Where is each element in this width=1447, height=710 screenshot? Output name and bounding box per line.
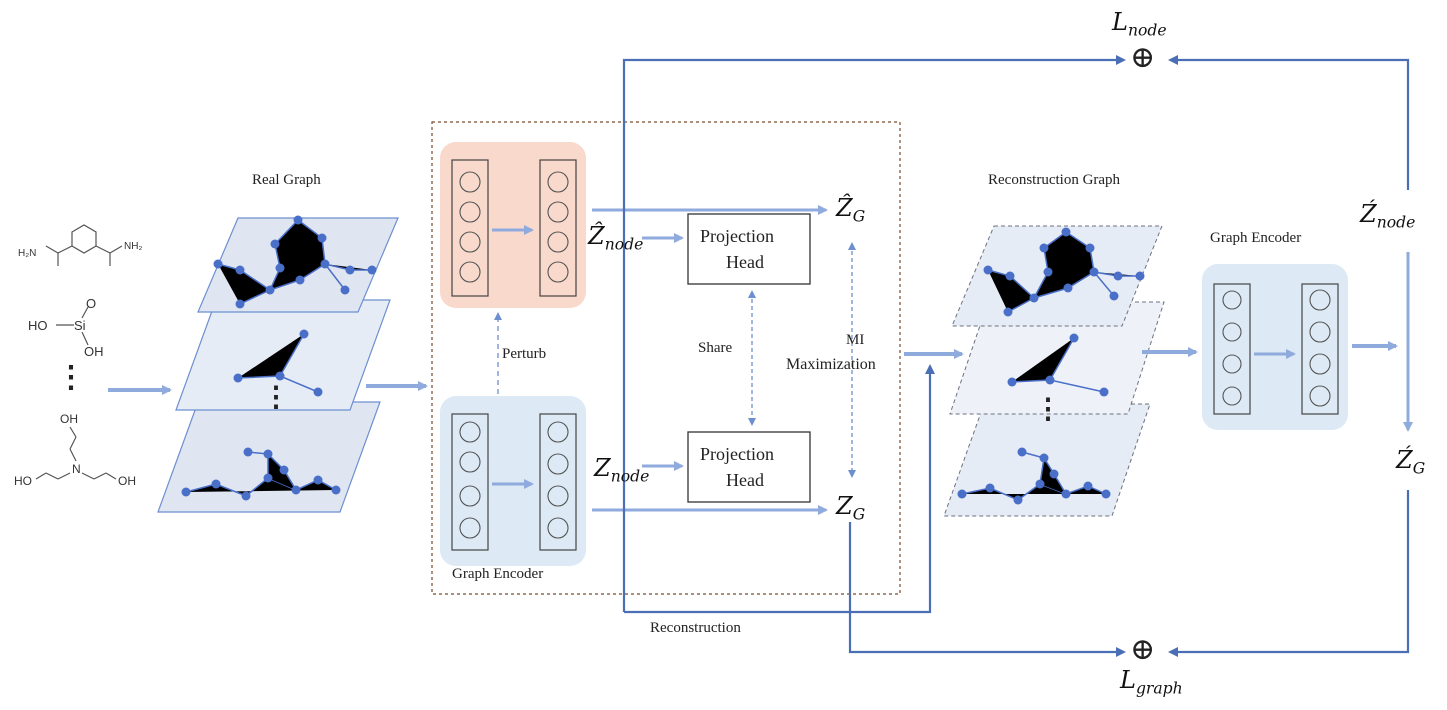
z-g: ZG [836,492,866,524]
real-graph-title: Real Graph [252,172,321,188]
recon-graph-ellipsis: ⋮ [1034,394,1062,425]
mol2-oh: OH [84,344,104,359]
z-hat-node: Ẑnode [588,222,644,254]
node-loss-path-right [1168,55,1410,190]
reconstruction-graph-title: Reconstruction Graph [988,172,1121,188]
perturb-label: Perturb [502,346,547,362]
projection-head-top [687,213,811,285]
share-label: Share [698,340,733,356]
z-acute-g: ŹG [1396,446,1426,478]
mol3-ho: HO [14,474,32,488]
mi-label-line1: MI [846,332,865,348]
projection-head-bottom [687,431,811,503]
projection-head-top-line2: Head [726,252,764,272]
molecule-triethanolamine [35,426,117,480]
l-node-loss: Lnode [1112,8,1167,40]
mol2-o: O [86,296,97,311]
projection-head-bottom-line2: Head [726,470,764,490]
reconstruction-label: Reconstruction [650,620,741,636]
reconstruction-graph-stack [943,225,1165,517]
graph-encoder-block-right [1202,264,1348,430]
real-graph-stack [157,215,399,513]
graph-encoder-block-left [440,396,586,566]
real-graph-ellipsis: ⋮ [262,382,290,413]
mol2-ho: HO [28,318,48,333]
projection-head-top-line1: Projection [700,226,774,246]
mol3-oh-right: OH [118,474,136,488]
mol3-n: N [72,462,81,476]
oplus-bottom-icon: ⊕ [1130,632,1156,667]
molecule-pyridine-dicarboxamide [45,224,123,266]
projection-head-bottom-line1: Projection [700,444,774,464]
node-loss-path [622,55,1126,612]
graph-loss-path-right [1168,490,1410,657]
reconstruction-path [624,364,935,614]
mol2-si: Si [74,318,86,333]
mol1-right-group: NH₂ [124,241,143,252]
z-hat-g: ẐG [836,194,866,226]
contrastive-module-box [431,121,901,595]
graph-encoder-left-label: Graph Encoder [452,566,544,582]
graph-encoder-right-label: Graph Encoder [1210,230,1302,246]
mol1-left-group: H₂N [18,248,37,259]
mol3-oh-top: OH [60,412,78,426]
l-graph-loss: Lgraph [1120,666,1183,698]
oplus-top-icon: ⊕ [1130,40,1156,75]
z-acute-node: Źnode [1360,200,1416,232]
perturbed-encoder-block [440,142,586,308]
z-node: Znode [594,454,650,486]
graph-loss-path-left [848,522,1126,657]
molecules-ellipsis: ⋮ [56,361,86,394]
molecule-silanol [56,306,89,346]
mi-label-line2: Maximization [786,356,876,373]
